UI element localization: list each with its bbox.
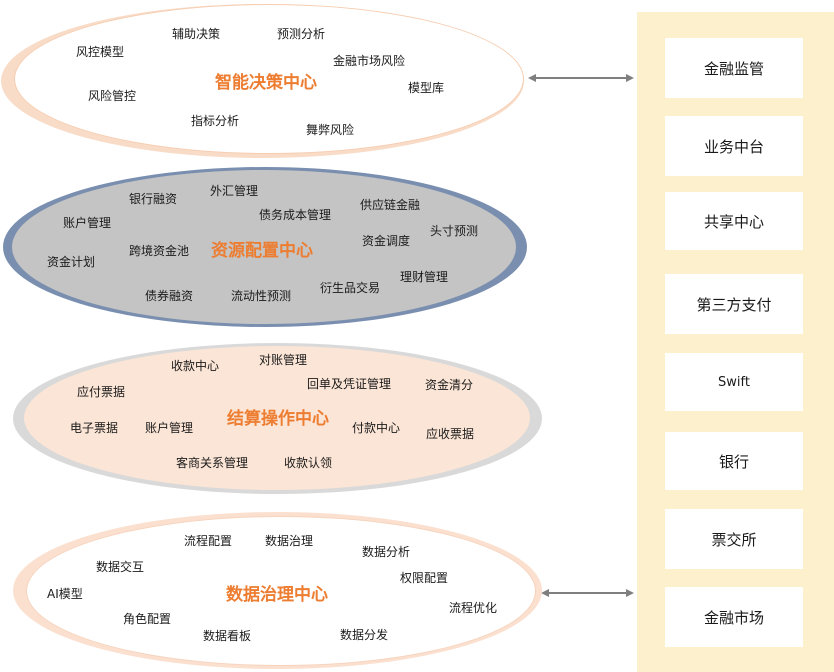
data-label: AI模型 — [47, 587, 83, 601]
data-label: 数据分发 — [340, 628, 389, 642]
settlement-center-title: 结算操作中心 — [227, 409, 329, 429]
external-box-bank: 银行 — [665, 432, 803, 490]
settlement-label: 收款中心 — [171, 359, 220, 373]
data-label: 数据交互 — [96, 560, 145, 574]
resource-center-ellipse — [12, 170, 516, 324]
decision-label: 舞弊风险 — [306, 123, 355, 137]
decision-label: 金融市场风险 — [333, 54, 406, 68]
resource-label: 流动性预测 — [231, 289, 292, 303]
decision-label: 风控模型 — [76, 45, 125, 59]
settlement-label: 电子票据 — [70, 421, 119, 435]
settlement-label: 客商关系管理 — [176, 456, 249, 470]
external-box-bill-exchange: 票交所 — [665, 509, 803, 569]
data-center-ellipse — [26, 516, 536, 666]
settlement-label: 收款认领 — [284, 456, 333, 470]
settlement-center-ellipse — [24, 346, 530, 490]
settlement-label: 应付票据 — [77, 385, 126, 399]
resource-label: 债券融资 — [145, 289, 194, 303]
resource-label: 债务成本管理 — [259, 208, 332, 222]
external-box-shared-center: 共享中心 — [665, 192, 803, 250]
resource-label: 衍生品交易 — [320, 281, 381, 295]
external-box-third-party-payment: 第三方支付 — [665, 274, 803, 334]
data-label: 角色配置 — [123, 612, 172, 626]
settlement-label: 回单及凭证管理 — [307, 377, 392, 391]
external-box-financial-regulation: 金融监管 — [665, 38, 803, 98]
decision-label: 指标分析 — [191, 114, 240, 128]
data-label: 流程优化 — [449, 601, 498, 615]
data-center-title: 数据治理中心 — [226, 585, 328, 605]
decision-label: 辅助决策 — [172, 27, 221, 41]
resource-label: 资金计划 — [47, 255, 96, 269]
data-label: 数据看板 — [203, 629, 252, 643]
resource-label: 资金调度 — [362, 234, 411, 248]
resource-label: 账户管理 — [63, 216, 112, 230]
data-label: 流程配置 — [184, 534, 233, 548]
resource-label: 头寸预测 — [430, 224, 479, 238]
external-box-business-middle-platform: 业务中台 — [665, 116, 803, 176]
decision-label: 预测分析 — [277, 27, 326, 41]
resource-label: 银行融资 — [129, 192, 178, 206]
decision-center-ellipse — [14, 4, 524, 154]
resource-label: 外汇管理 — [210, 184, 259, 198]
settlement-label: 对账管理 — [259, 353, 308, 367]
data-label: 权限配置 — [400, 571, 449, 585]
settlement-label: 应收票据 — [426, 427, 475, 441]
settlement-label: 资金清分 — [425, 378, 474, 392]
external-box-financial-market: 金融市场 — [665, 587, 803, 647]
settlement-label: 账户管理 — [145, 421, 194, 435]
decision-center-title: 智能决策中心 — [215, 73, 317, 93]
resource-label: 供应链金融 — [360, 198, 421, 212]
resource-center-title: 资源配置中心 — [211, 241, 313, 261]
resource-label: 理财管理 — [400, 270, 449, 284]
decision-label: 模型库 — [408, 81, 445, 95]
data-label: 数据治理 — [265, 534, 314, 548]
external-box-swift: Swift — [665, 353, 803, 411]
settlement-label: 付款中心 — [352, 421, 401, 435]
decision-label: 风险管控 — [88, 89, 137, 103]
resource-label: 跨境资金池 — [129, 244, 190, 258]
data-label: 数据分析 — [362, 545, 411, 559]
